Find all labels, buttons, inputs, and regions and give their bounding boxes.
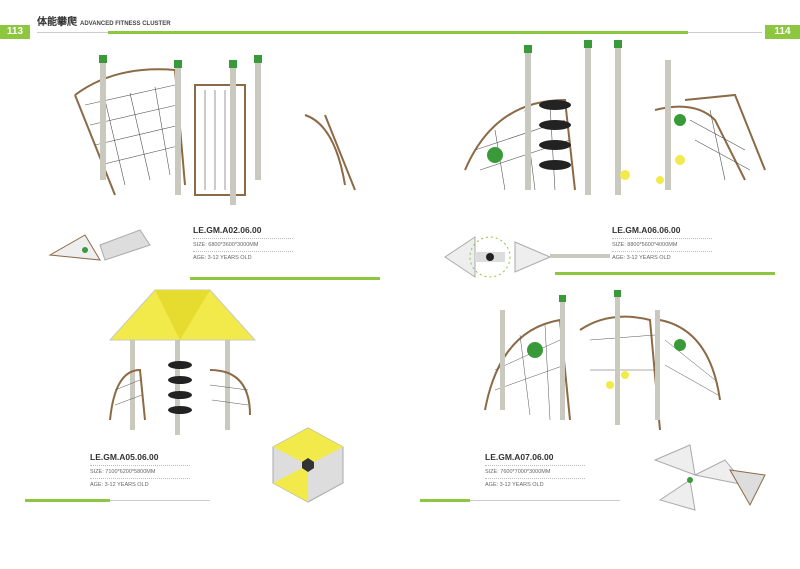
page-number-right: 114: [765, 25, 800, 39]
title-cn: 体能攀爬: [37, 17, 77, 28]
product-a06-illustration: [464, 40, 766, 195]
product-size: SIZE: 8800*5600*4000MM: [612, 238, 712, 248]
product-age: AGE: 3-12 YEARS OLD: [193, 251, 293, 261]
title-en: ADVANCED FITNESS CLUSTER: [80, 21, 171, 27]
divider: [110, 500, 210, 501]
product-code: LE.GM.A02.06.00: [193, 225, 262, 235]
product-age: AGE: 3-12 YEARS OLD: [612, 251, 712, 261]
divider: [470, 500, 620, 501]
accent-line: [190, 277, 380, 280]
product-a05-info: LE.GM.A05.06.00 SIZE: 7100*6200*5800MM A…: [90, 452, 190, 488]
accent-line: [420, 499, 470, 502]
header-accent-line: [108, 31, 688, 34]
product-a05-illustration: [108, 289, 257, 435]
product-a05-plan-view: [272, 427, 344, 503]
product-size: SIZE: 7100*6200*5800MM: [90, 465, 190, 475]
accent-line: [555, 272, 775, 275]
product-code: LE.GM.A06.06.00: [612, 225, 681, 235]
product-age: AGE: 3-12 YEARS OLD: [485, 478, 585, 488]
product-a02-info: LE.GM.A02.06.00 SIZE: 6800*3600*3000MM A…: [193, 225, 293, 261]
product-a07-info: LE.GM.A07.06.00 SIZE: 7600*7000*3000MM A…: [485, 452, 585, 488]
product-a02-illustration: [74, 55, 356, 205]
product-a06-plan-view: [444, 236, 610, 278]
product-size: SIZE: 6800*3600*3000MM: [193, 238, 293, 248]
product-a07-illustration: [484, 290, 721, 431]
product-a07-plan-view: [653, 444, 766, 511]
product-a02-plan-view: [48, 229, 151, 261]
product-a06-info: LE.GM.A06.06.00 SIZE: 8800*5600*4000MM A…: [612, 225, 712, 261]
product-age: AGE: 3-12 YEARS OLD: [90, 478, 190, 488]
accent-line: [25, 499, 110, 502]
product-code: LE.GM.A07.06.00: [485, 452, 554, 462]
product-size: SIZE: 7600*7000*3000MM: [485, 465, 585, 475]
product-code: LE.GM.A05.06.00: [90, 452, 159, 462]
page-number-left: 113: [0, 25, 30, 39]
